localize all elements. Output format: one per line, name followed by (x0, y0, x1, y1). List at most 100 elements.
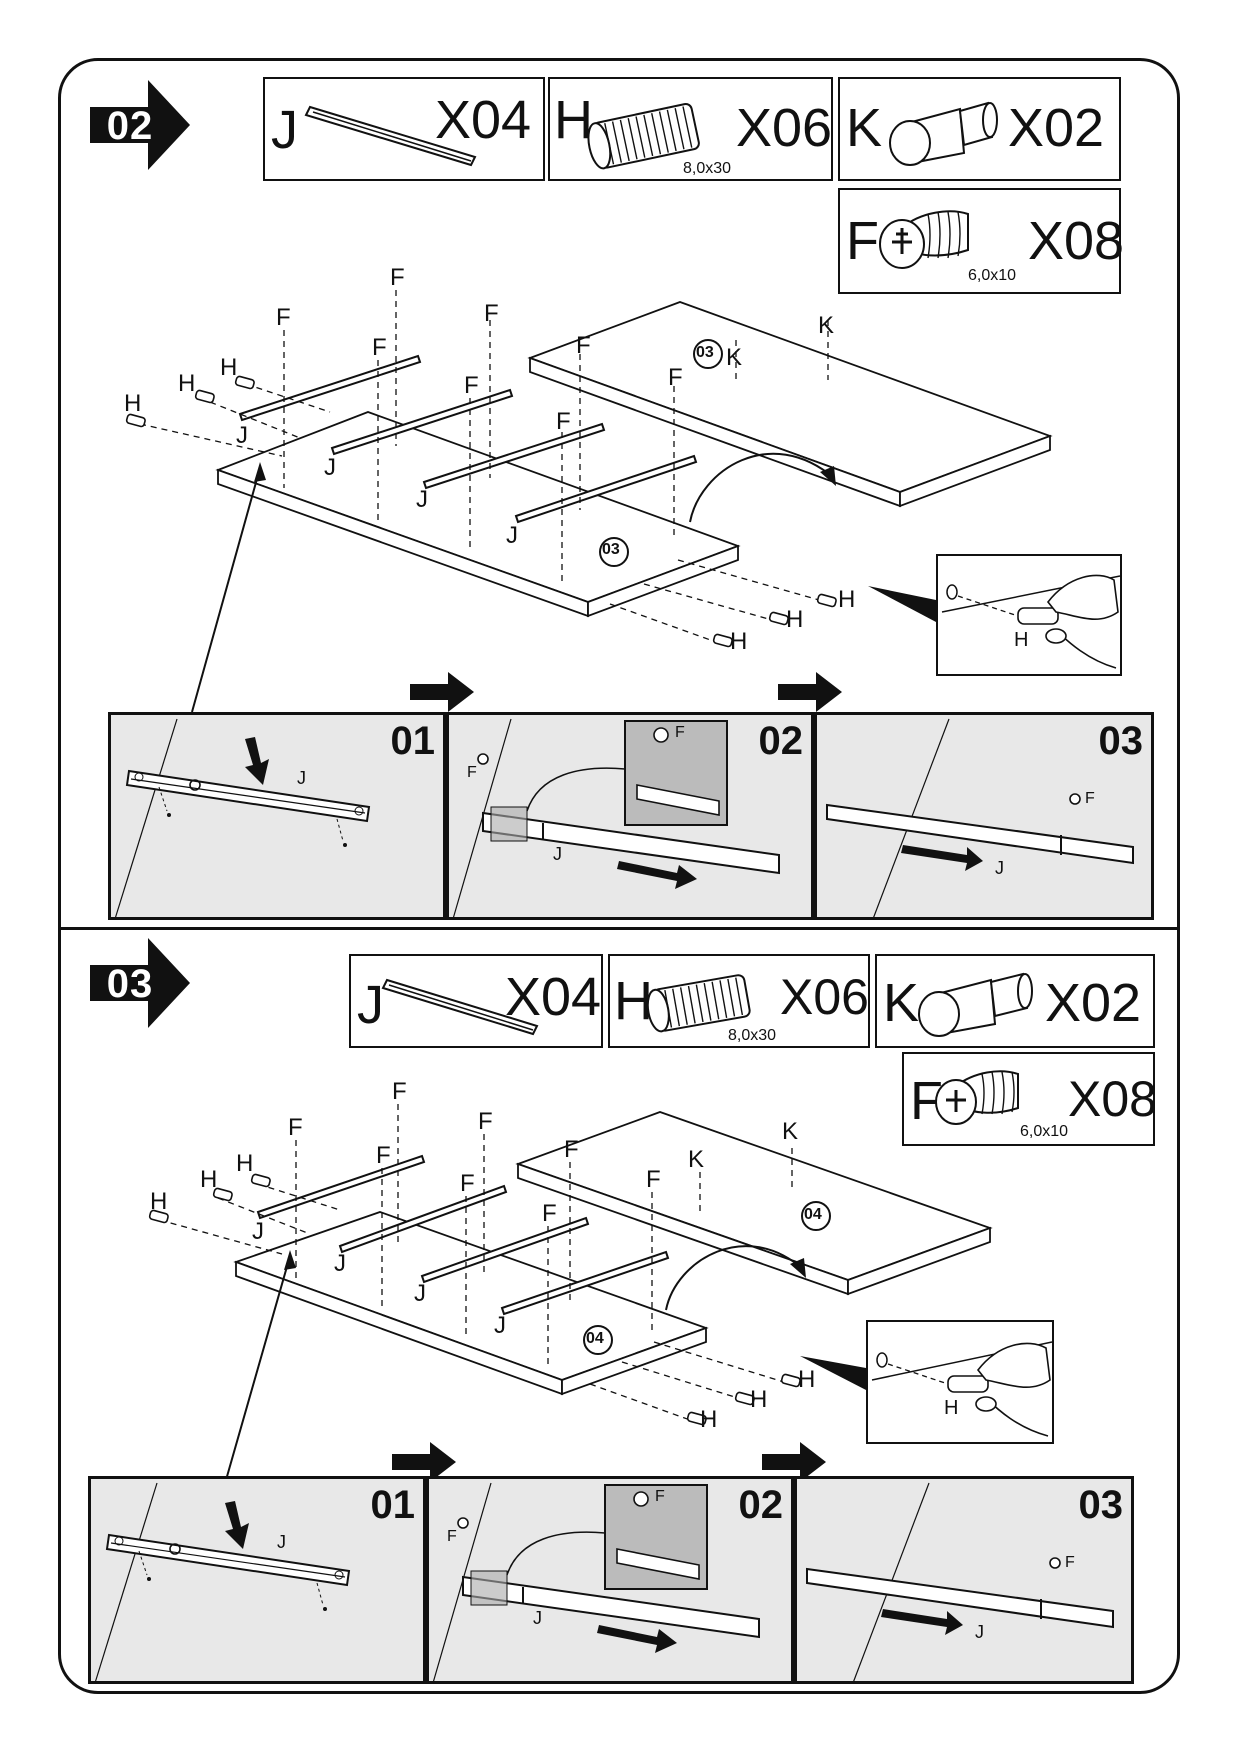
label-f: F (484, 300, 499, 327)
assembly-drawing (125, 290, 1053, 713)
label-h: H (944, 1397, 959, 1419)
label-j: J (494, 1312, 506, 1339)
label-j: J (252, 1218, 264, 1245)
sub-step-number: 02 (738, 1483, 784, 1527)
label-f: F (668, 364, 683, 391)
detail-panel: 03 F J (814, 712, 1154, 920)
panel-number: 03 (602, 541, 620, 558)
dowel-icon (646, 974, 751, 1033)
label-h: H (220, 354, 238, 381)
arrow-right-icon (410, 672, 474, 712)
detail-panel: 01 J (88, 1476, 426, 1684)
slide-rail-icon (304, 105, 477, 167)
label-h: H (124, 390, 142, 417)
rail (330, 388, 514, 456)
label-j: J (297, 768, 306, 788)
hand-icon (941, 574, 1121, 669)
part-size: 6,0x10 (968, 267, 1017, 284)
label-j: J (533, 1608, 542, 1628)
panel-number: 04 (804, 1206, 822, 1223)
label-h: H (798, 1366, 816, 1393)
label-f: F (542, 1200, 557, 1227)
detail-panel: 02 F F J (446, 712, 814, 920)
label-f: F (1065, 1554, 1075, 1571)
label-h: H (178, 370, 196, 397)
hand-icon (871, 1341, 1053, 1437)
part-quantity: X02 (1045, 973, 1142, 1033)
label-h: H (838, 586, 856, 613)
part-letter: H (614, 971, 653, 1031)
part-box-j: J X04 (263, 77, 545, 181)
part-quantity: X08 (1028, 211, 1125, 271)
arrow-right-icon (392, 1442, 456, 1482)
shelf-pin-icon (889, 101, 998, 166)
label-h: H (1014, 629, 1029, 651)
part-quantity: X04 (435, 90, 532, 150)
part-letter: K (883, 973, 920, 1033)
dowel-insert-inset: H (866, 1320, 1054, 1444)
part-box-k: K X02 (875, 954, 1155, 1048)
panel-number: 04 (586, 1330, 604, 1347)
label-k: K (688, 1146, 705, 1173)
label-j: J (324, 454, 336, 481)
part-size: 6,0x10 (1020, 1123, 1069, 1140)
label-h: H (200, 1166, 218, 1193)
label-f: F (655, 1488, 665, 1505)
section-divider (58, 927, 1180, 930)
label-j: J (334, 1250, 346, 1277)
label-h: H (786, 606, 804, 633)
sub-step-number: 01 (390, 719, 436, 763)
part-box-f: F X08 6,0x10 (838, 188, 1125, 294)
rail (500, 1250, 670, 1316)
detail-panel: 03 F J (794, 1476, 1134, 1684)
label-f: F (646, 1166, 661, 1193)
label-h: H (730, 628, 748, 655)
label-h: H (700, 1406, 718, 1433)
part-size: 8,0x30 (683, 160, 732, 177)
label-f: F (564, 1136, 579, 1163)
step-number: 02 (106, 104, 154, 148)
label-f: F (478, 1108, 493, 1135)
part-box-k: K X02 (838, 77, 1121, 181)
part-letter: J (357, 975, 384, 1035)
label-j: J (506, 522, 518, 549)
label-f: F (467, 764, 477, 781)
part-box-h: H X06 8,0x30 (548, 77, 833, 181)
label-k: K (782, 1118, 799, 1145)
label-j: J (414, 1280, 426, 1307)
label-f: F (372, 334, 387, 361)
arrow-right-icon (90, 80, 190, 170)
part-quantity: X02 (1008, 98, 1105, 158)
shelf-pin-icon (918, 972, 1033, 1037)
label-f: F (288, 1114, 303, 1141)
label-f: F (464, 372, 479, 399)
label-j: J (975, 1622, 984, 1642)
rail (422, 422, 606, 490)
dowel-insert-inset: H (936, 554, 1122, 676)
part-quantity: X06 (736, 98, 833, 158)
label-h: H (236, 1150, 254, 1177)
panel-number: 03 (696, 344, 714, 361)
rail (256, 1154, 426, 1220)
label-j: J (236, 422, 248, 449)
label-j: J (277, 1532, 286, 1552)
label-h: H (750, 1386, 768, 1413)
label-f: F (1085, 790, 1095, 807)
step-badge: 03 (90, 938, 200, 1028)
sub-step-number: 03 (1098, 719, 1144, 763)
page-frame (58, 58, 1180, 1694)
rail (420, 1216, 590, 1284)
label-k: K (818, 312, 835, 339)
label-f: F (675, 724, 685, 741)
part-box-h: H X06 8,0x30 (608, 954, 870, 1048)
part-letter: K (846, 98, 883, 158)
dowel-icon (587, 103, 700, 170)
rail (238, 354, 422, 422)
part-letter: H (554, 90, 593, 150)
arrow-right-icon (90, 938, 190, 1028)
part-box-f: F X08 6,0x10 (902, 1052, 1157, 1146)
label-f: F (390, 264, 405, 291)
sub-step-number: 03 (1078, 1483, 1124, 1527)
label-j: J (553, 844, 562, 864)
